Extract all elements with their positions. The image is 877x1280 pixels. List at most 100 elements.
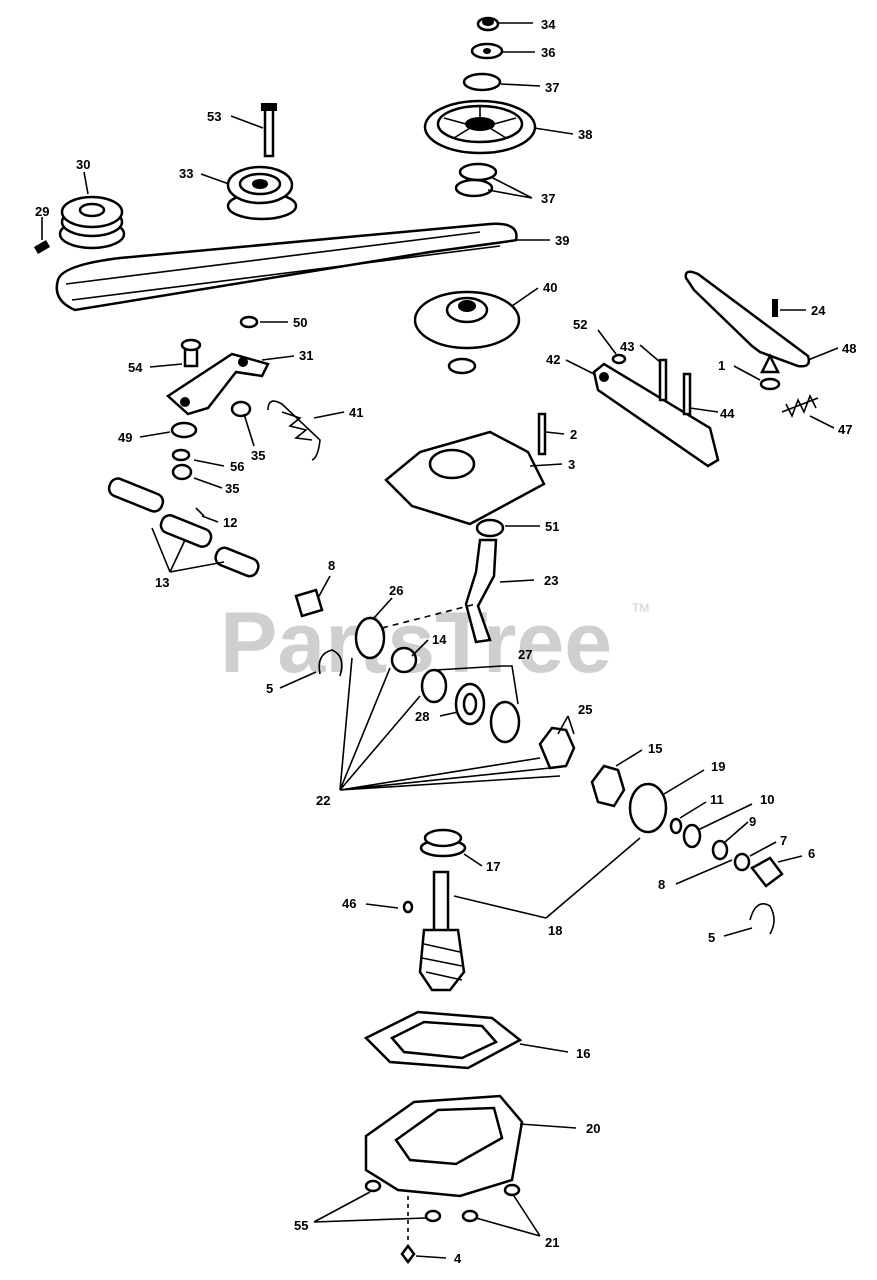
watermark-trademark: TM: [632, 601, 649, 615]
washer-51-icon: [475, 518, 505, 538]
callout-53: 53: [207, 109, 221, 124]
nut-52-icon: [611, 353, 627, 365]
callout-43: 43: [620, 339, 634, 354]
shaft-23-icon: [464, 538, 498, 644]
washer-45-icon: [447, 357, 477, 375]
pulley-38-icon: [423, 99, 537, 155]
ring-37-top-icon: [462, 72, 502, 92]
leader-lines: [41, 22, 839, 1259]
spring-47-icon: [781, 394, 819, 418]
stud-54-icon: [180, 338, 202, 368]
callout-55: 55: [294, 1218, 308, 1233]
callout-5-right: 5: [708, 930, 715, 945]
screw-24-icon: [772, 299, 778, 317]
callout-9: 9: [749, 814, 756, 829]
washer-9-icon: [711, 839, 729, 861]
nut-50-icon: [239, 315, 259, 329]
bushing-1-icon: [759, 353, 781, 391]
washer-36-icon: [470, 42, 504, 60]
callout-35-lower: 35: [225, 481, 239, 496]
callout-54: 54: [128, 360, 143, 375]
nuts-55-icon: [364, 1179, 442, 1240]
callout-46: 46: [342, 896, 356, 911]
nut-34-icon: [476, 16, 500, 32]
callout-40: 40: [543, 280, 557, 295]
callout-14: 14: [432, 632, 447, 647]
callout-33: 33: [179, 166, 193, 181]
callout-27: 27: [518, 647, 532, 662]
callout-37-lower: 37: [541, 191, 555, 206]
callout-42: 42: [546, 352, 560, 367]
pin-46-icon: [402, 900, 414, 914]
idler-pulley-33-icon: [226, 165, 298, 221]
bolt-43-icon: [658, 358, 668, 402]
ring-11-icon: [669, 817, 683, 835]
callout-8-lower: 8: [658, 877, 665, 892]
worm-shaft-18-icon: [418, 870, 466, 992]
control-arm-48-icon: [684, 270, 811, 368]
callout-56: 56: [230, 459, 244, 474]
sprocket-25-icon: [538, 726, 576, 770]
gasket-16-icon: [363, 1010, 523, 1070]
callout-25: 25: [578, 702, 592, 717]
callout-39: 39: [555, 233, 569, 248]
bushing-8-upper-icon: [294, 588, 324, 618]
callout-48: 48: [842, 341, 856, 356]
callout-26: 26: [389, 583, 403, 598]
bolt-53-icon: [261, 103, 277, 158]
bracket-31-icon: [165, 352, 270, 416]
callout-3: 3: [568, 457, 575, 472]
callout-5-left: 5: [266, 681, 273, 696]
nuts-21-icon: [461, 1183, 521, 1223]
hub-17-icon: [419, 828, 467, 858]
callout-17: 17: [486, 859, 500, 874]
callout-6: 6: [808, 846, 815, 861]
callout-15: 15: [648, 741, 662, 756]
callout-50: 50: [293, 315, 307, 330]
callout-29: 29: [35, 204, 49, 219]
nut-35-lower-icon: [171, 463, 193, 481]
callout-20: 20: [586, 1121, 600, 1136]
callout-38: 38: [578, 127, 592, 142]
callout-24: 24: [811, 303, 826, 318]
pulley-40-icon: [413, 290, 521, 350]
callout-47: 47: [838, 422, 852, 437]
engine-pulley-30-icon: [58, 195, 126, 250]
bushing-6-icon: [750, 856, 784, 888]
callout-22: 22: [316, 793, 330, 808]
callout-30: 30: [76, 157, 90, 172]
washer-49-icon: [170, 421, 198, 439]
callout-8-upper: 8: [328, 558, 335, 573]
callout-19: 19: [711, 759, 725, 774]
bracket-42-icon: [592, 362, 720, 468]
rings-37-lower-icon: [454, 162, 498, 198]
callout-12: 12: [223, 515, 237, 530]
callout-41: 41: [349, 405, 363, 420]
worm-gear-19-icon: [628, 782, 668, 834]
nut-56-icon: [171, 448, 191, 462]
bearing-28-icon: [454, 682, 486, 726]
shift-pin-12-icon: [195, 507, 205, 517]
clip-5-left-icon: [318, 649, 343, 677]
gear-26-icon: [354, 603, 477, 660]
washer-27-right-icon: [489, 700, 521, 744]
callout-21: 21: [545, 1235, 559, 1250]
fitting-4-icon: [400, 1243, 416, 1265]
callout-49: 49: [118, 430, 132, 445]
callout-35-upper: 35: [251, 448, 265, 463]
callout-labels: 34 36 37 38 37 53 33 30 29 39 40 50 24 4…: [35, 17, 856, 1266]
washer-7-icon: [733, 852, 751, 872]
callout-7: 7: [780, 833, 787, 848]
callout-10: 10: [760, 792, 774, 807]
bolt-2-icon: [537, 412, 547, 456]
ring-10-icon: [682, 823, 702, 849]
callout-34: 34: [541, 17, 556, 32]
callout-2: 2: [570, 427, 577, 442]
clip-5-right-icon: [749, 903, 775, 935]
gear-housing-3-icon: [384, 430, 546, 526]
callout-1: 1: [718, 358, 725, 373]
callout-31: 31: [299, 348, 313, 363]
washer-27-left-icon: [420, 668, 448, 704]
